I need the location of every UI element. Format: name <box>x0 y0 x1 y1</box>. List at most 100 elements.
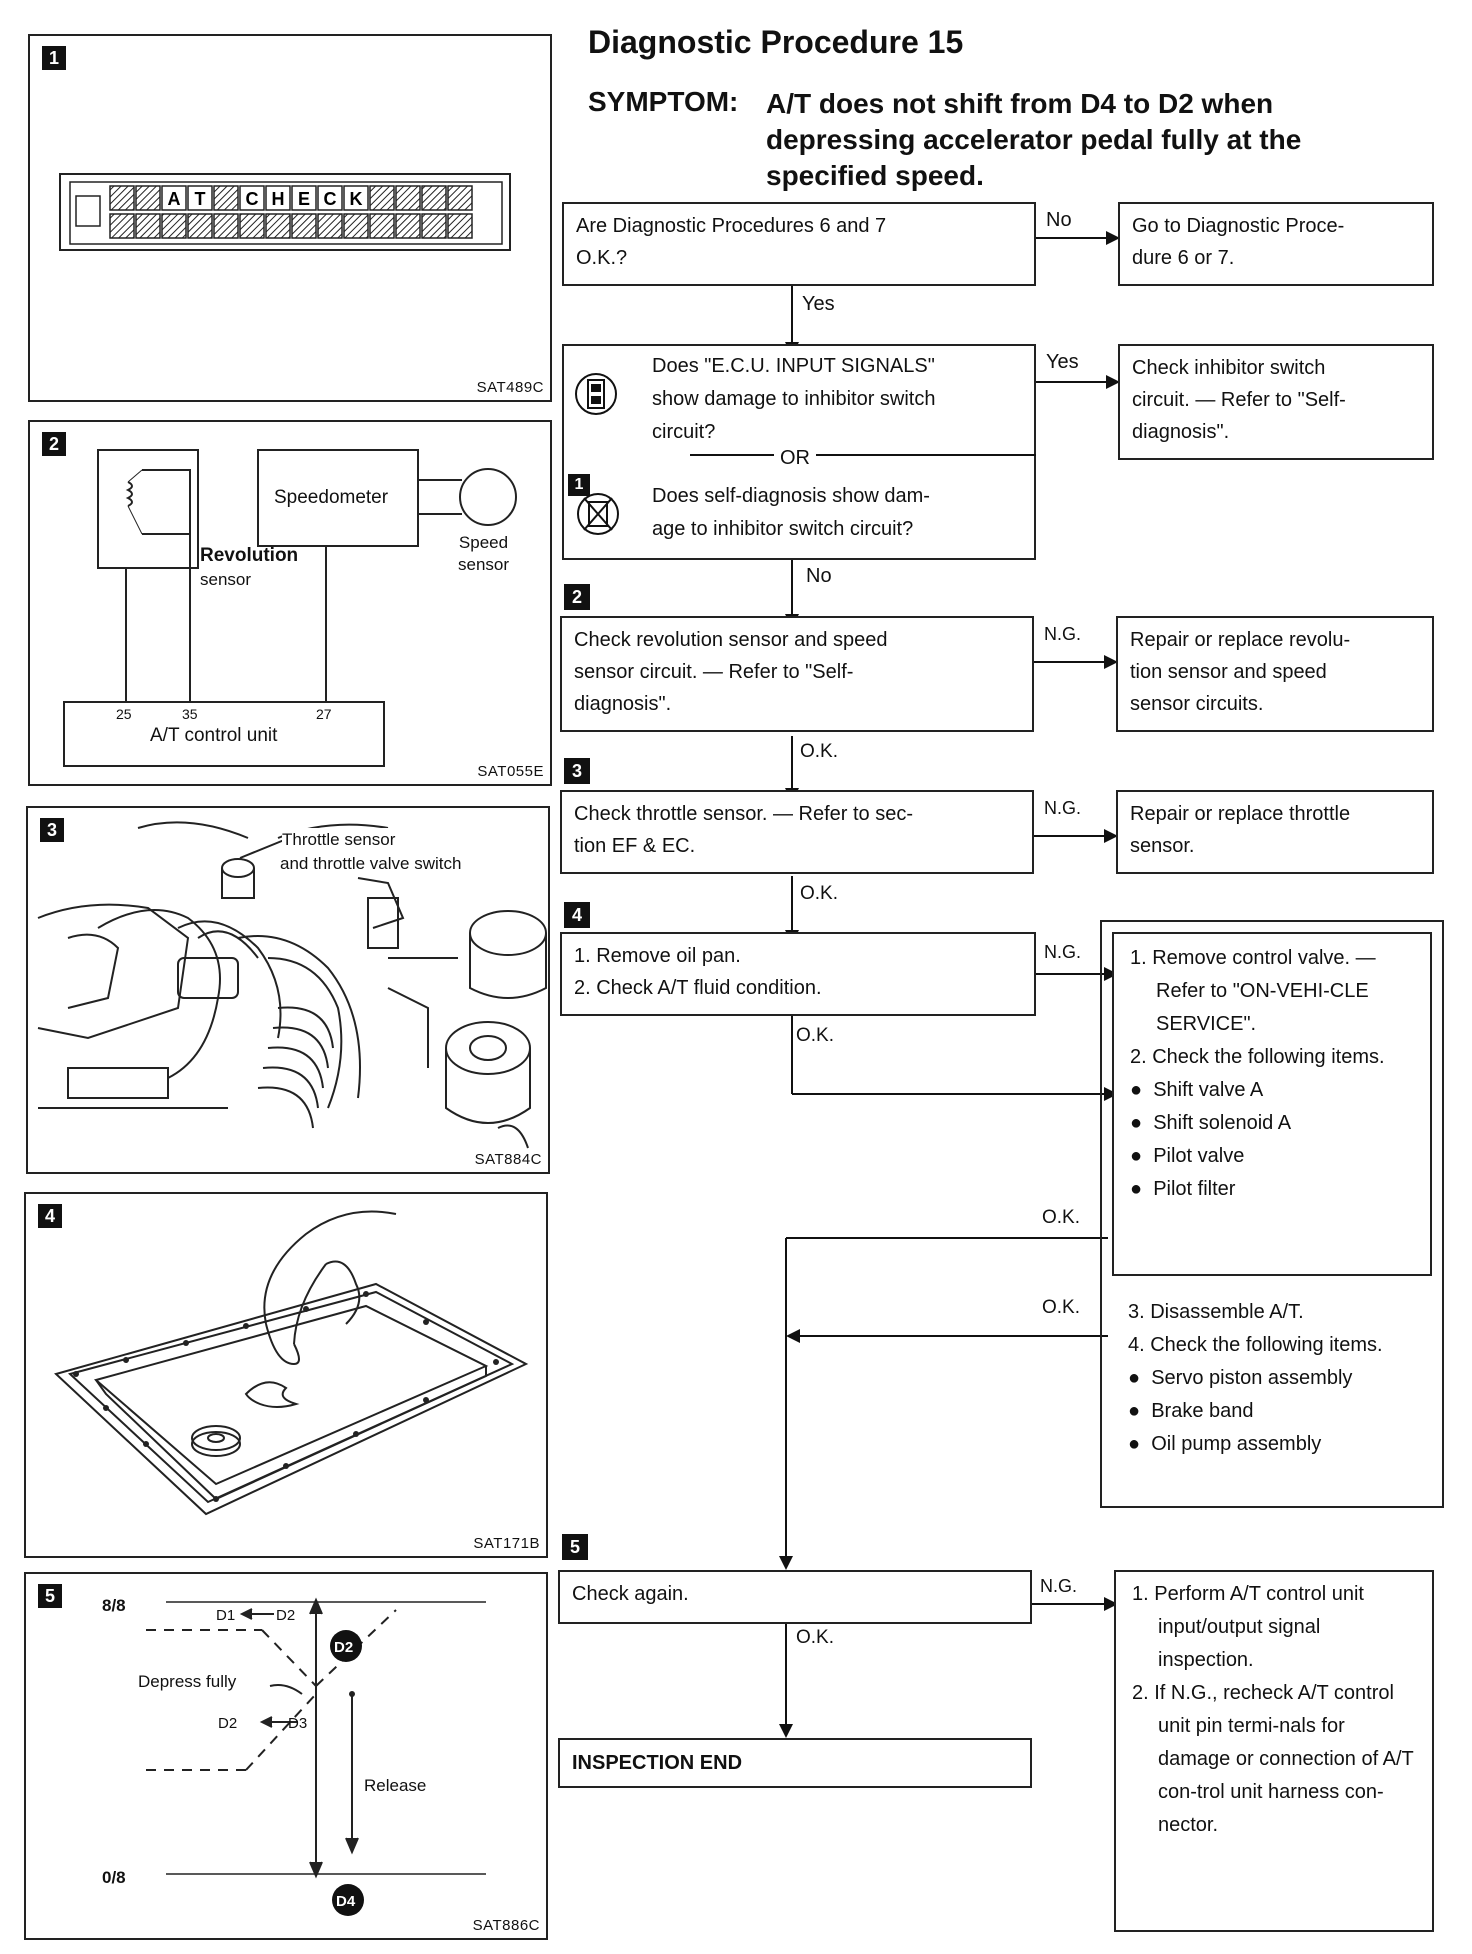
q2-line-2: show damage to inhibitor switch <box>652 388 936 410</box>
a5-ok-label: O.K. <box>1042 1207 1081 1228</box>
q2-line-1: Does "E.C.U. INPUT SIGNALS" <box>652 355 935 377</box>
s4-ng-label: N.G. <box>1044 942 1082 962</box>
a5-bullet-3-text: Pilot valve <box>1153 1145 1245 1167</box>
speedometer-label: Speedometer <box>274 487 389 508</box>
a6-item-3: 3. Disassemble A/T. <box>1128 1301 1304 1323</box>
s3-box: Check throttle sensor. — Refer to sec- t… <box>560 790 1034 874</box>
s3-line-1: Check throttle sensor. — Refer to sec- <box>574 803 914 825</box>
a5-bullet-3: ● Pilot valve <box>1130 1145 1245 1167</box>
display-cell-blank <box>161 213 187 239</box>
shift-schedule-diagram <box>146 1597 486 1916</box>
symptom-line-3: specified speed. <box>766 160 984 191</box>
oil-pan-illustration <box>54 1210 529 1516</box>
revolution-sensor-label-1: Revolution <box>200 545 299 566</box>
inspection-end-box: INSPECTION END <box>558 1738 1032 1788</box>
page-title: Diagnostic Procedure 15 <box>588 24 964 60</box>
display-letter: A <box>168 189 181 209</box>
symptom-label: SYMPTOM: <box>588 86 739 117</box>
speed-sensor-label-2: sensor <box>458 555 510 574</box>
s3-ng-label: N.G. <box>1044 798 1082 818</box>
s2-line-1: Check revolution sensor and speed <box>574 629 888 651</box>
figure-code: SAT489C <box>476 379 544 396</box>
display-cell-blank <box>343 213 369 239</box>
throttle-label-2: and throttle valve switch <box>280 854 462 873</box>
d1-label: D1 <box>216 1607 236 1624</box>
display-cell-blank <box>239 213 265 239</box>
s4-box: 1. Remove oil pan. 2. Check A/T fluid co… <box>560 932 1036 1016</box>
throttle-label-1: Throttle sensor <box>282 830 396 849</box>
throttle-full-label: 8/8 <box>102 1596 126 1615</box>
display-cell-letter <box>343 185 369 211</box>
a5-bullet-2-text: Shift solenoid A <box>1153 1112 1292 1134</box>
d3-label: D3 <box>288 1715 308 1732</box>
a2-box: Check inhibitor switch circuit. — Refer … <box>1118 344 1434 460</box>
a5-item-1: 1. Remove control valve. — Refer to "ON-… <box>1130 947 1376 1035</box>
s4-line-1: 1. Remove oil pan. <box>574 945 741 967</box>
a6-bullet-3-text: Oil pump assembly <box>1151 1433 1322 1455</box>
a7-item-2: 2. If N.G., recheck A/T control unit pin… <box>1132 1682 1414 1836</box>
q2-box: Does "E.C.U. INPUT SIGNALS" show damage … <box>562 344 1036 560</box>
d2-lower-label: D2 <box>218 1715 238 1732</box>
q1-line-1: Are Diagnostic Procedures 6 and 7 <box>576 215 887 237</box>
q2-step-marker: 1 <box>568 474 590 496</box>
a3-box: Repair or replace revolu- tion sensor an… <box>1116 616 1434 732</box>
panel-number: 2 <box>42 432 66 456</box>
display-letter: C <box>246 189 259 209</box>
revolution-sensor-label-2: sensor <box>200 570 252 589</box>
display-cell-blank <box>213 185 239 211</box>
depress-label: Depress fully <box>138 1672 237 1691</box>
display-cell-letter <box>291 185 317 211</box>
display-cell-letter <box>265 185 291 211</box>
a5-item-2: 2. Check the following items. <box>1130 1046 1385 1068</box>
s2-line-3: diagnosis". <box>574 693 672 715</box>
display-cell-blank <box>395 213 421 239</box>
d2-upper-label: D2 <box>276 1607 296 1624</box>
q1-no-label: No <box>1046 209 1072 231</box>
display-cell-blank <box>109 213 135 239</box>
q2-no-label: No <box>806 565 832 587</box>
s2-ng-label: N.G. <box>1044 624 1082 644</box>
panel-2-wiring: 2 Speedometer Speed sensor Revolution sens… <box>28 420 552 786</box>
display-cell-blank <box>447 185 473 211</box>
a5-box: 1. Remove control valve. — Refer to "ON-… <box>1112 932 1432 1276</box>
display-cell-blank <box>265 213 291 239</box>
a4-box: Repair or replace throttle sensor. <box>1116 790 1434 874</box>
display-cell-blank <box>395 185 421 211</box>
step-4-marker: 4 <box>564 902 590 928</box>
q1-yes-label: Yes <box>802 293 835 315</box>
q2-line-4: Does self-diagnosis show dam- <box>652 485 930 507</box>
a1-box: Go to Diagnostic Proce- dure 6 or 7. <box>1118 202 1434 286</box>
display-cell-blank <box>421 213 447 239</box>
a5-a6-outer-frame <box>1100 920 1444 1508</box>
q2-line-5: age to inhibitor switch circuit? <box>652 518 914 540</box>
display-letter: H <box>272 189 285 209</box>
display-cell-blank <box>369 213 395 239</box>
a4-line-2: sensor. <box>1130 835 1195 857</box>
revolution-sensor-label: Revolution sensor <box>200 544 298 592</box>
a6-bullet-1: ● Servo piston assembly <box>1128 1367 1353 1389</box>
s2-ok-label: O.K. <box>800 741 839 762</box>
step-3-marker: 3 <box>564 758 590 784</box>
q1-line-2: O.K.? <box>576 247 628 269</box>
s4-line-2: 2. Check A/T fluid condition. <box>574 977 822 999</box>
a3-line-1: Repair or replace revolu- <box>1130 629 1351 651</box>
panel-number: 5 <box>38 1584 62 1608</box>
panel-4-oil-pan: 4 SAT171B <box>24 1192 548 1558</box>
s5-ok-label: O.K. <box>796 1627 835 1648</box>
a1-line-1: Go to Diagnostic Proce- <box>1132 215 1345 237</box>
a5-bullet-4: ● Pilot filter <box>1130 1178 1236 1200</box>
display-cell-blank <box>317 213 343 239</box>
a6-item-4: 4. Check the following items. <box>1128 1334 1383 1356</box>
a6-bullet-3: ● Oil pump assembly <box>1128 1433 1322 1455</box>
display-letter: K <box>350 189 363 209</box>
d4-circle-label: D4 <box>336 1893 356 1910</box>
panel-5-shift-diagram: 5 8/8 0/8 D1 D2 D2 D3 D2 D4 Depr <box>24 1572 548 1940</box>
s4-ok-label: O.K. <box>796 1025 835 1046</box>
display-cell-blank <box>291 213 317 239</box>
display-letter: C <box>324 189 337 209</box>
a2-line-2: circuit. — Refer to "Self- <box>1132 389 1346 411</box>
throttle-label: Throttle sensor and throttle valve switc… <box>280 828 462 876</box>
speed-sensor-label-1: Speed <box>458 533 509 552</box>
